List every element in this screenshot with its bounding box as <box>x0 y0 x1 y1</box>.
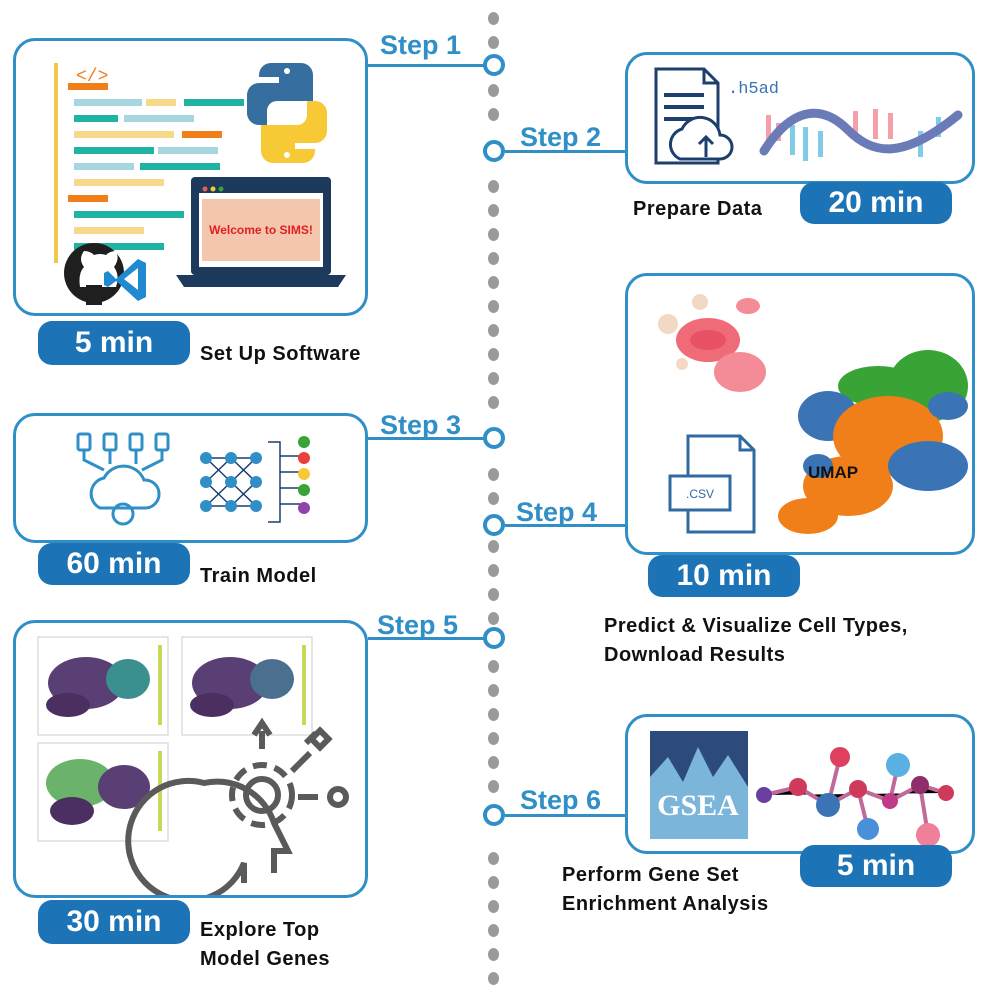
gsea-logo-icon: GSEA <box>650 731 748 839</box>
vscode-logo-icon <box>104 259 146 301</box>
gene-umap-plots-icon <box>37 636 313 842</box>
timeline-dot <box>488 372 499 385</box>
laptop-icon: Welcome to SIMS! <box>176 177 346 287</box>
timeline-dot <box>488 348 499 361</box>
step2-caption: Prepare Data <box>633 198 763 220</box>
timeline-dot <box>488 276 499 289</box>
timeline-dot <box>488 612 499 625</box>
step5-time-tab: 30 min <box>38 900 190 944</box>
step3-node <box>483 427 505 449</box>
step1-node <box>483 54 505 76</box>
step1-connector <box>368 64 486 67</box>
step6-caption-line2: Enrichment Analysis <box>562 893 769 915</box>
step3-time-tab: 60 min <box>38 543 190 585</box>
timeline-dot <box>488 684 499 697</box>
step2-connector <box>505 150 625 153</box>
timeline-dot <box>488 300 499 313</box>
timeline-dot <box>488 468 499 481</box>
csv-label: .CSV <box>686 487 714 501</box>
step3-caption: Train Model <box>200 565 317 587</box>
timeline-dot <box>488 660 499 673</box>
timeline-dot <box>488 252 499 265</box>
step6-caption-line1: Perform Gene Set <box>562 864 739 886</box>
step5-panel <box>13 620 368 898</box>
step4-connector <box>505 524 625 527</box>
timeline-dot <box>488 324 499 337</box>
csv-file-icon <box>668 434 756 534</box>
train-model-illustration <box>76 432 310 526</box>
step1-panel: </> Wel <box>13 38 368 316</box>
step1-time-tab: 5 min <box>38 321 190 365</box>
step2-label: Step 2 <box>520 122 602 152</box>
step6-label: Step 6 <box>520 785 602 815</box>
timeline-dot <box>488 756 499 769</box>
step5-label: Step 5 <box>377 610 459 640</box>
predict-visualize-illustration: .CSV UMAP <box>658 294 968 534</box>
step2-panel: .h5ad <box>625 52 975 184</box>
step1-caption: Set Up Software <box>200 343 361 365</box>
timeline-dot <box>488 564 499 577</box>
step5-node <box>483 627 505 649</box>
step6-panel: GSEA <box>625 714 975 854</box>
timeline-dot <box>488 924 499 937</box>
step4-panel: .CSV UMAP <box>625 273 975 555</box>
gene-set-enrichment-illustration: GSEA <box>650 731 954 847</box>
timeline-dot <box>488 492 499 505</box>
timeline-dot <box>488 876 499 889</box>
neural-network-icon <box>200 436 310 523</box>
step6-time-tab: 5 min <box>800 845 952 887</box>
python-logo-icon <box>247 63 327 163</box>
step6-connector <box>505 814 625 817</box>
gsea-text: GSEA <box>657 789 739 822</box>
timeline-dot <box>488 108 499 121</box>
timeline-dot <box>488 972 499 985</box>
code-tag-icon: </> <box>76 67 108 87</box>
github-logo-icon <box>64 243 124 305</box>
step3-connector <box>368 437 486 440</box>
step3-panel <box>13 413 368 543</box>
step5-caption-line2: Model Genes <box>200 948 330 970</box>
expression-wave-icon <box>759 108 963 161</box>
umap-label: UMAP <box>808 463 858 482</box>
timeline-dot <box>488 180 499 193</box>
explore-genes-illustration <box>37 636 349 895</box>
step2-node <box>483 140 505 162</box>
timeline-dot <box>488 12 499 25</box>
timeline-dot <box>488 948 499 961</box>
software-setup-illustration: </> Wel <box>54 63 346 305</box>
step1-label: Step 1 <box>380 30 462 60</box>
step5-connector <box>368 637 486 640</box>
timeline-dot <box>488 852 499 865</box>
step5-caption-line1: Explore Top <box>200 919 320 941</box>
head-gear-icon <box>125 717 349 895</box>
welcome-text: Welcome to SIMS! <box>209 223 313 237</box>
document-upload-icon <box>654 67 734 165</box>
step4-caption-line2: Download Results <box>604 644 786 666</box>
step6-node <box>483 804 505 826</box>
timeline-dot <box>488 780 499 793</box>
cells-icon <box>658 294 766 392</box>
timeline-dot <box>488 540 499 553</box>
timeline-dot <box>488 732 499 745</box>
timeline-dot <box>488 204 499 217</box>
prepare-data-illustration: .h5ad <box>654 67 963 165</box>
umap-scatter-icon <box>778 350 968 534</box>
step4-time-tab: 10 min <box>648 555 800 597</box>
timeline-dot <box>488 708 499 721</box>
timeline-dot <box>488 36 499 49</box>
timeline-dot <box>488 396 499 409</box>
step4-node <box>483 514 505 536</box>
cloud-database-icon <box>76 432 170 526</box>
h5ad-label: .h5ad <box>728 80 779 99</box>
timeline-dot <box>488 900 499 913</box>
timeline-dot <box>488 588 499 601</box>
step4-caption-line1: Predict & Visualize Cell Types, <box>604 615 908 637</box>
timeline-dot <box>488 84 499 97</box>
timeline-dot <box>488 228 499 241</box>
step4-label: Step 4 <box>516 497 598 527</box>
step3-label: Step 3 <box>380 410 462 440</box>
step2-time-tab: 20 min <box>800 182 952 224</box>
